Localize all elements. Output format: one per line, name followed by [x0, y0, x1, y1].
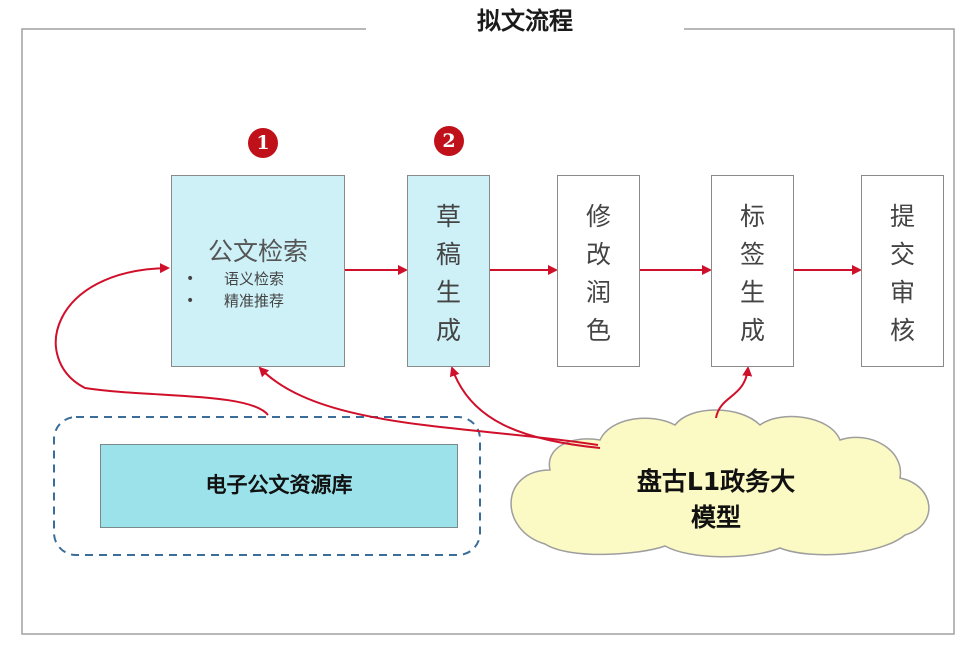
- bullet-item: • 精准推荐: [186, 290, 284, 312]
- arrow-model-to-tags: [715, 366, 753, 419]
- resource-container: [53, 416, 481, 556]
- bullet-text: 精准推荐: [224, 292, 285, 310]
- model-label-line: 盘古L1政务大: [636, 467, 796, 496]
- step-tag-generation: 标 签 生 成: [711, 175, 794, 367]
- model-cloud: [510, 409, 930, 558]
- step-vertical-label: 提 交 审 核: [889, 202, 915, 345]
- step-vertical-label: 修 改 润 色: [585, 202, 611, 345]
- bullet-text: 语义检索: [224, 270, 285, 288]
- arrow-model-to-draft: [449, 366, 601, 449]
- step-badge-1: 1: [248, 128, 278, 158]
- step-revise-polish: 修 改 润 色: [557, 175, 640, 367]
- model-label: 盘古L1政务大 模型: [560, 464, 872, 536]
- step-vertical-label: 草 稿 生 成: [435, 202, 461, 345]
- step-title: 公文检索: [207, 237, 308, 266]
- step-bullet-list: • 语义检索 • 精准推荐: [186, 268, 284, 312]
- model-label-line: 模型: [690, 503, 741, 532]
- step-badge-2: 2: [434, 126, 464, 156]
- arrow-library-to-retrieval: [54, 263, 269, 416]
- bullet-item: • 语义检索: [186, 268, 284, 290]
- outer-frame: [21, 28, 955, 635]
- bullet-dot: •: [186, 271, 195, 287]
- step-vertical-label: 标 签 生 成: [739, 202, 765, 345]
- step-submit-review: 提 交 审 核: [861, 175, 944, 367]
- arrow-model-to-retrieval: [258, 366, 599, 446]
- step-document-retrieval: 公文检索 • 语义检索 • 精准推荐: [171, 175, 345, 367]
- diagram-title: 拟文流程: [366, 4, 684, 38]
- bullet-dot: •: [186, 293, 195, 309]
- step-draft-generation: 草 稿 生 成: [407, 175, 490, 367]
- resource-library-box: 电子公文资源库: [100, 444, 458, 528]
